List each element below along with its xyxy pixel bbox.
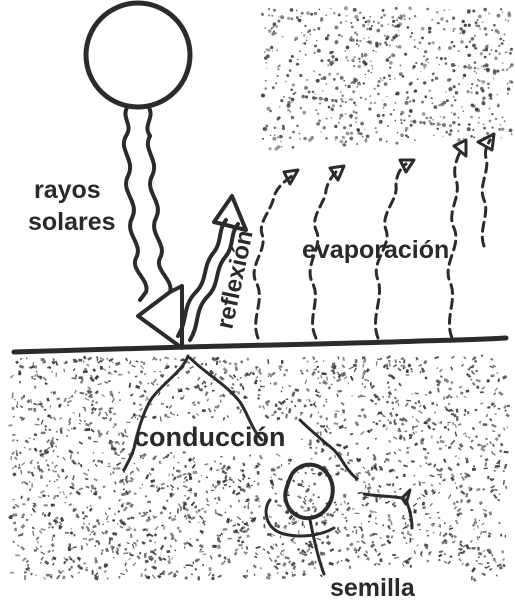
ground-surface-line xyxy=(14,338,506,352)
conduction-label: conducción xyxy=(134,422,286,452)
solar-rays-label-line1: rayos xyxy=(34,176,101,204)
vapor-cloud xyxy=(261,6,514,151)
seed-label: semilla xyxy=(330,574,416,602)
solar-ray-arrow xyxy=(124,136,182,348)
soil-texture xyxy=(8,355,510,582)
evaporation-label: evaporación xyxy=(302,236,449,264)
seed-icon xyxy=(266,465,334,574)
sun-icon xyxy=(86,3,190,136)
solar-rays-label-line2: solares xyxy=(28,208,116,236)
